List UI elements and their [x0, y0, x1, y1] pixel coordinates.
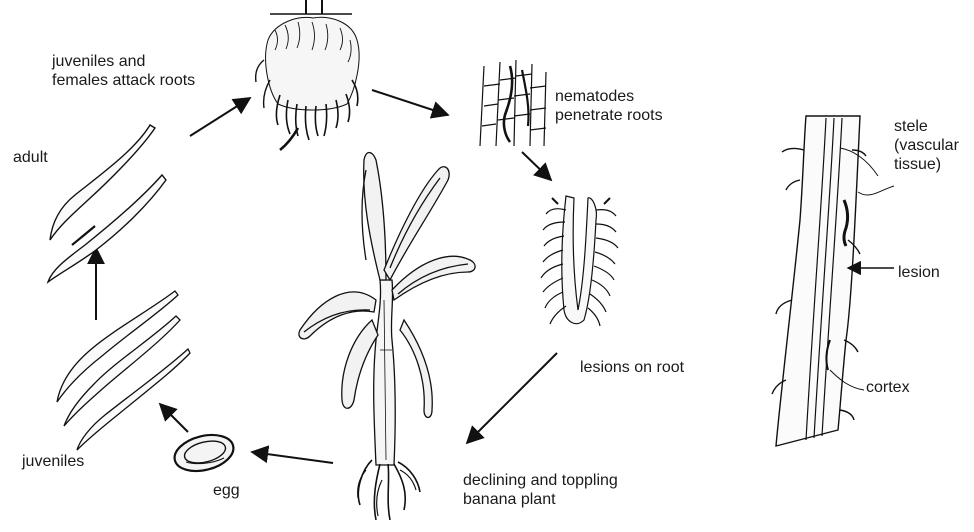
label-nematodes-penetrate-roots: nematodes penetrate roots: [555, 87, 663, 125]
root-ball-illustration: [256, 0, 359, 150]
root-tissue-penetration-illustration: [480, 60, 546, 146]
label-line: stele: [894, 117, 959, 136]
arrow-egg-to-juveniles: [160, 404, 188, 432]
arrow-lesions-to-plant: [467, 353, 557, 443]
label-egg: egg: [213, 481, 240, 500]
arrow-penetrate-to-lesions: [522, 152, 551, 180]
label-cortex: cortex: [866, 378, 910, 397]
label-line: penetrate roots: [555, 106, 663, 125]
juvenile-nematodes-illustration: [57, 291, 190, 450]
label-line: banana plant: [463, 490, 618, 509]
label-adult: adult: [13, 148, 48, 167]
label-line: nematodes: [555, 87, 663, 106]
lesions-on-root-illustration: [541, 196, 618, 326]
label-lesions-on-root: lesions on root: [580, 358, 684, 377]
arrow-roots-to-penetrate: [372, 90, 448, 115]
label-declining-banana-plant: declining and toppling banana plant: [463, 471, 618, 509]
label-line: (vascular: [894, 136, 959, 155]
label-line: females attack roots: [52, 71, 195, 90]
label-lesion: lesion: [898, 263, 940, 282]
banana-plant-illustration: [299, 153, 475, 521]
label-stele: stele (vascular tissue): [894, 117, 959, 174]
egg-illustration: [171, 429, 237, 477]
label-line: tissue): [894, 155, 959, 174]
label-line: declining and toppling: [463, 471, 618, 490]
label-line: juveniles and: [52, 52, 195, 71]
adult-nematodes-illustration: [48, 125, 166, 282]
label-juveniles-attack-roots: juveniles and females attack roots: [52, 52, 195, 90]
arrow-plant-to-egg: [252, 452, 333, 463]
arrow-adult-to-roots: [190, 98, 250, 136]
label-juveniles: juveniles: [22, 452, 84, 471]
